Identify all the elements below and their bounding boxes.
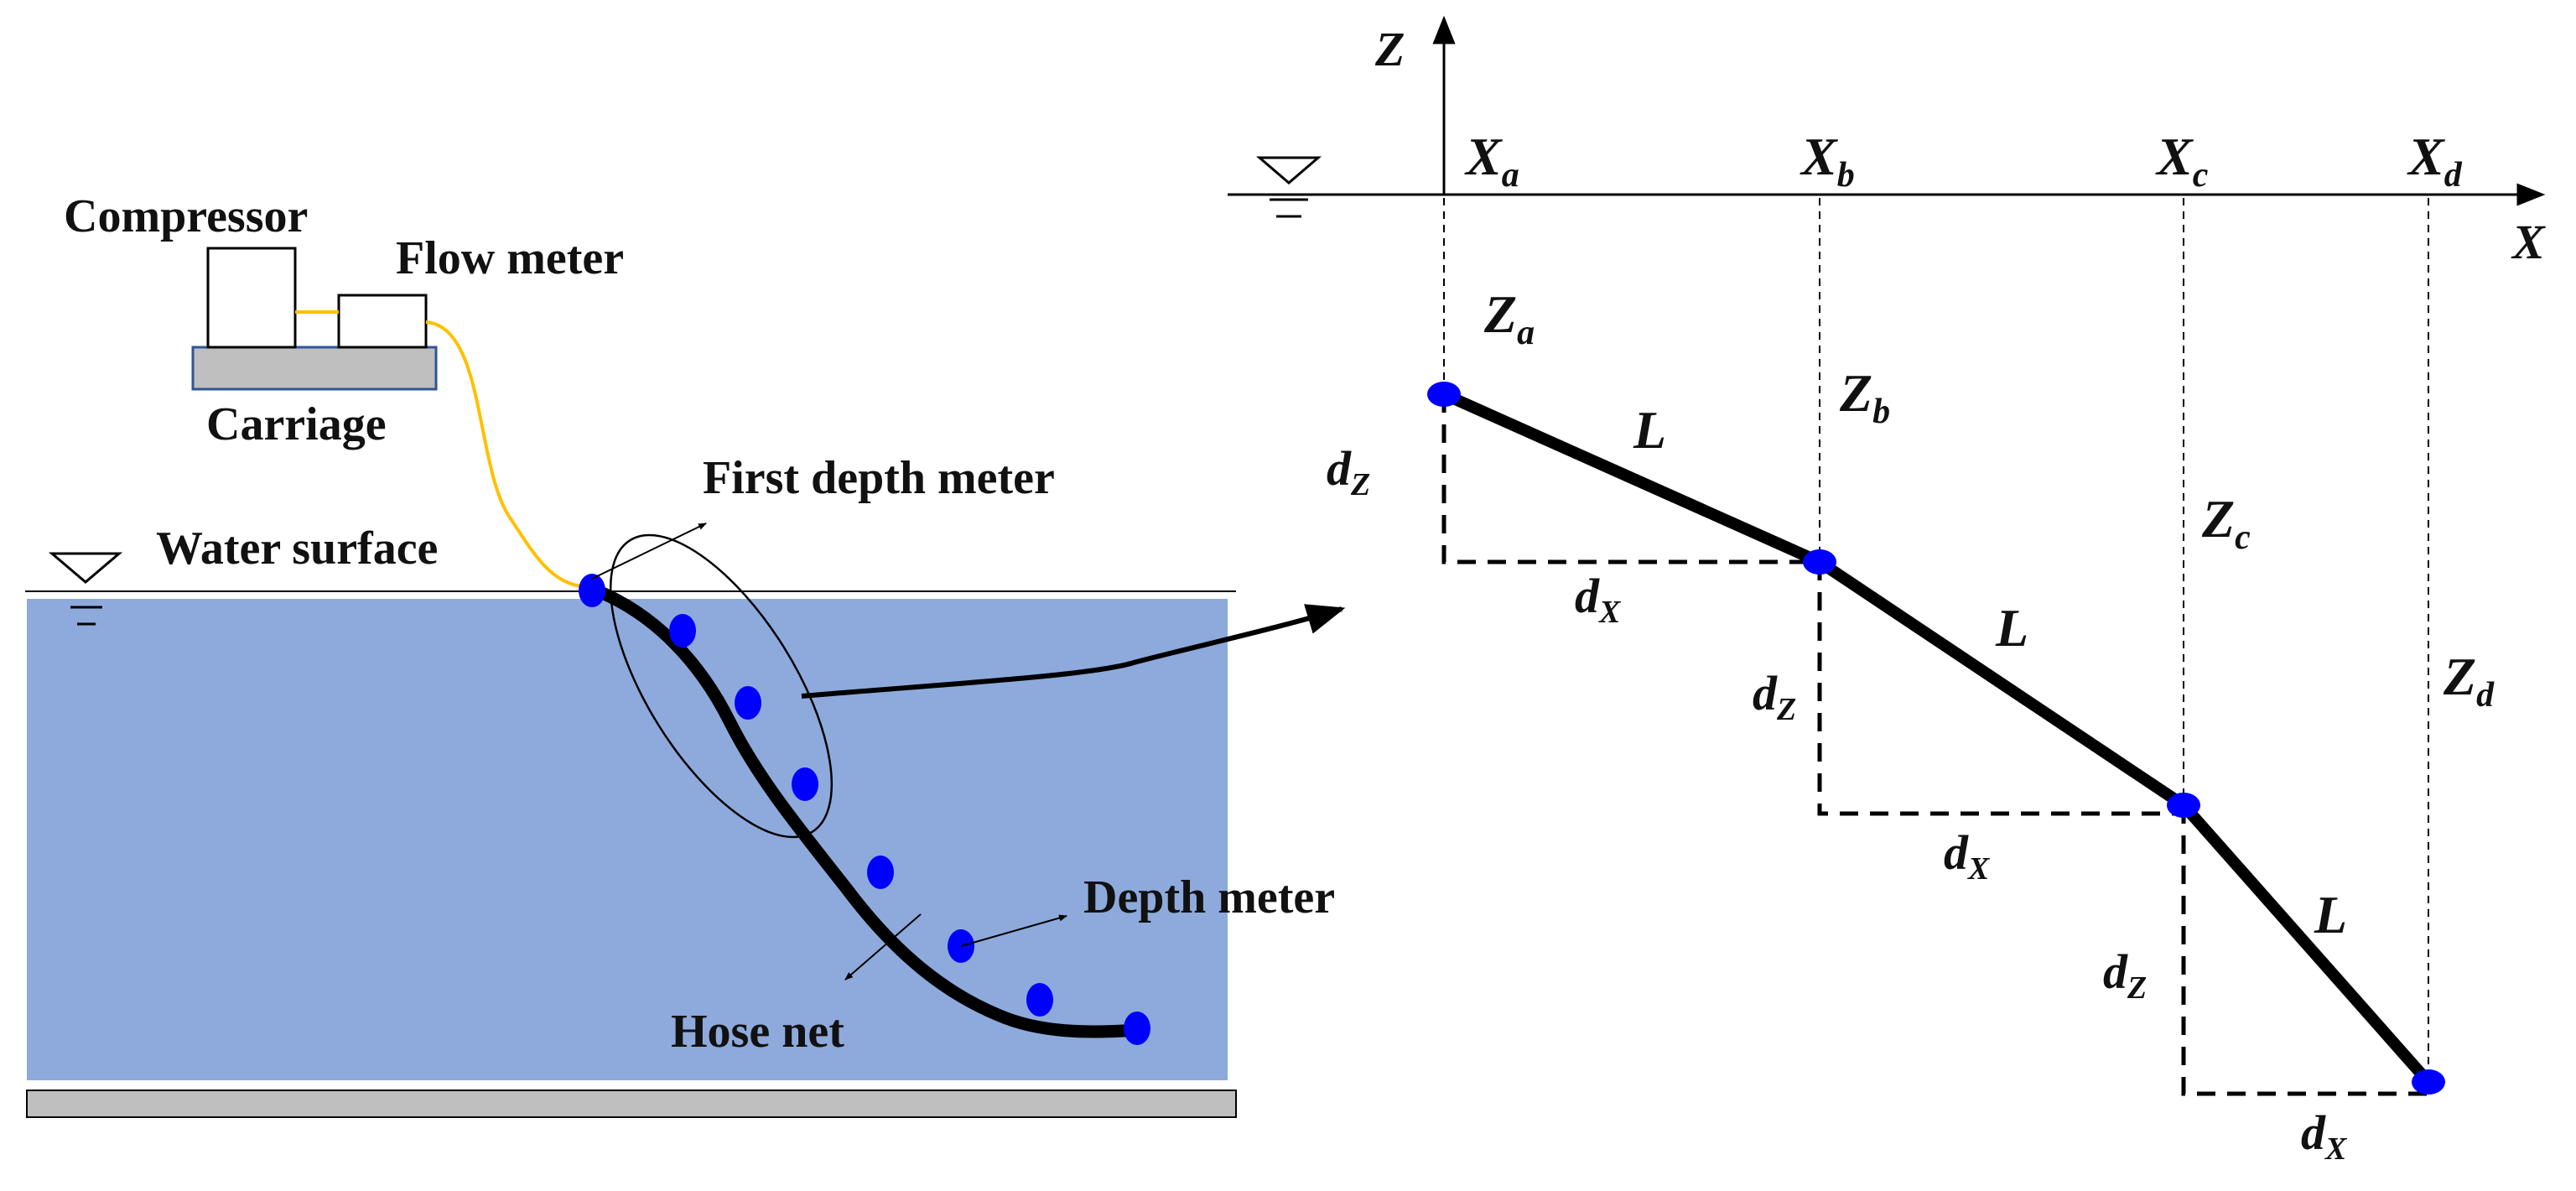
first-depth-meter-node — [579, 574, 605, 607]
depth-meter-node — [735, 686, 761, 720]
x-tick-b: Xb — [1800, 127, 1855, 195]
zoom-highlight-ellipse — [609, 533, 834, 839]
hose-net-pointer — [844, 913, 922, 980]
segment-length-label: L — [2314, 885, 2347, 944]
flow-meter-label: Flow meter — [396, 232, 624, 284]
tank-panel: Water surface Compressor Flow meter Carr… — [25, 190, 1346, 1118]
dz-label: dZ — [2103, 944, 2147, 1006]
dz-dx-construction-b — [1817, 562, 2184, 816]
dx-label: dX — [1944, 825, 1991, 887]
hose-net-line — [585, 582, 1144, 1038]
x-tick-c: Xc — [2155, 127, 2209, 195]
z-label-d: Zd — [2443, 647, 2495, 715]
depth-meter-pointer — [960, 914, 1067, 947]
segment-length-label: L — [1995, 598, 2028, 658]
node-a — [1427, 382, 1461, 407]
depth-meter-node — [867, 856, 894, 889]
hose-net-label: Hose net — [671, 1006, 844, 1058]
first-depth-meter-label: First depth meter — [703, 452, 1055, 504]
node-c — [2167, 793, 2200, 818]
depth-meter-node — [1124, 1012, 1150, 1045]
node-b — [1803, 549, 1836, 575]
water-level-icon — [48, 552, 123, 626]
dz-label: dZ — [1753, 666, 1796, 727]
hose-segment-cd — [2179, 801, 2433, 1086]
carriage — [191, 346, 438, 391]
compressor-label: Compressor — [64, 190, 308, 242]
dz-dx-construction-a — [1441, 394, 1820, 564]
dx-label: dX — [1575, 569, 1622, 630]
x-axis-label: X — [2511, 215, 2546, 269]
depth-meter-node — [792, 767, 818, 801]
depth-meter-node — [669, 614, 696, 648]
node-d — [2412, 1069, 2445, 1095]
x-tick-a: Xa — [1464, 127, 1519, 195]
geometry-panel: Z X Xa Xb Xc Xd Za Zb — [1228, 15, 2546, 1167]
x-tick-d: Xd — [2407, 127, 2463, 195]
dx-label: dX — [2301, 1105, 2348, 1167]
carriage-label: Carriage — [206, 398, 387, 450]
segment-length-label: L — [1633, 400, 1666, 460]
dz-label: dZ — [1327, 441, 1370, 502]
first-depth-meter-pointer — [591, 523, 707, 580]
dz-dx-construction-c — [2181, 805, 2428, 1096]
z-axis-label: Z — [1374, 22, 1405, 76]
flow-meter-box — [337, 294, 428, 349]
hose-segment-ab — [1441, 388, 1822, 568]
z-label-b: Zb — [1839, 363, 1890, 431]
air-supply-line — [295, 310, 593, 589]
z-label-c: Zc — [2201, 489, 2251, 557]
zoom-arrow — [801, 604, 1346, 699]
depth-meter-node — [1026, 983, 1053, 1017]
water-level-icon — [1255, 156, 1322, 218]
water-surface-label: Water surface — [156, 523, 438, 575]
tank-floor — [26, 1090, 1237, 1118]
z-label-a: Za — [1483, 284, 1535, 352]
hose-segment-bc — [1816, 557, 2187, 810]
compressor-box — [206, 247, 297, 349]
depth-meter-label: Depth meter — [1083, 871, 1335, 923]
